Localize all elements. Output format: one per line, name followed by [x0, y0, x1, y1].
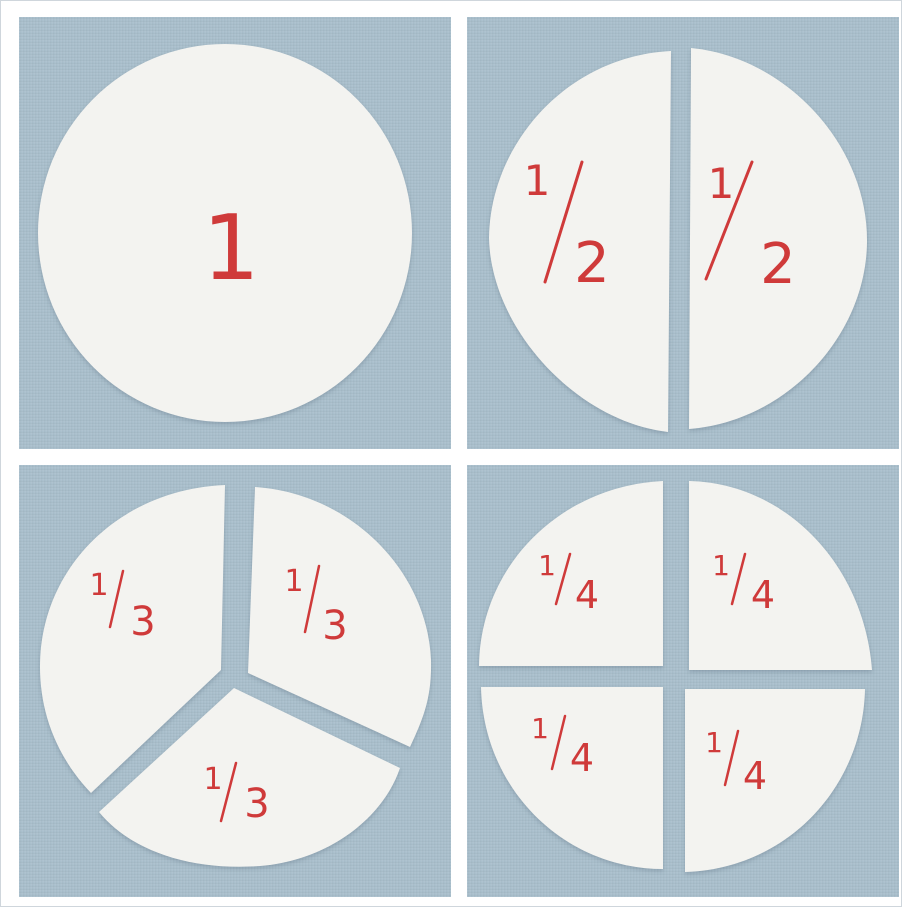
label-quarter-bottom-right-denominator: 4 — [743, 754, 767, 798]
label-quarter-top-right-numerator: 1 — [712, 549, 730, 582]
panel-quarters: 1 4 1 4 1 4 1 4 — [467, 465, 899, 897]
panel-quarters-canvas: 1 4 1 4 1 4 1 4 — [467, 465, 899, 897]
label-quarter-bottom-right-numerator: 1 — [705, 726, 723, 759]
label-quarter-bottom-left-numerator: 1 — [531, 712, 549, 745]
label-third-top-left-denominator: 3 — [130, 599, 155, 645]
panel-halves-canvas: 1 2 1 2 — [467, 17, 899, 449]
label-third-top-left-numerator: 1 — [89, 568, 108, 603]
label-third-bottom-denominator: 3 — [244, 781, 269, 827]
panel-whole: 1 — [19, 17, 451, 449]
label-one: 1 — [202, 196, 259, 301]
label-quarter-top-left-numerator: 1 — [538, 549, 556, 582]
paper-quarter-bottom-right — [685, 689, 865, 872]
label-third-right-denominator: 3 — [322, 603, 347, 649]
label-quarter-top-right-denominator: 4 — [751, 573, 775, 617]
label-quarter-bottom-left-denominator: 4 — [570, 736, 594, 780]
panel-thirds-canvas: 1 3 1 3 1 3 — [19, 465, 451, 897]
label-half-right-numerator: 1 — [708, 159, 735, 208]
label-half-right-denominator: 2 — [760, 232, 796, 297]
label-third-bottom-numerator: 1 — [203, 762, 222, 797]
panel-whole-canvas: 1 — [19, 17, 451, 449]
panel-halves: 1 2 1 2 — [467, 17, 899, 449]
panel-thirds: 1 3 1 3 1 3 — [19, 465, 451, 897]
paper-quarter-top-left — [479, 481, 663, 666]
label-third-right-numerator: 1 — [284, 564, 303, 599]
label-half-left-denominator: 2 — [574, 231, 610, 296]
label-half-left-numerator: 1 — [524, 156, 551, 205]
label-quarter-top-left-denominator: 4 — [575, 573, 599, 617]
